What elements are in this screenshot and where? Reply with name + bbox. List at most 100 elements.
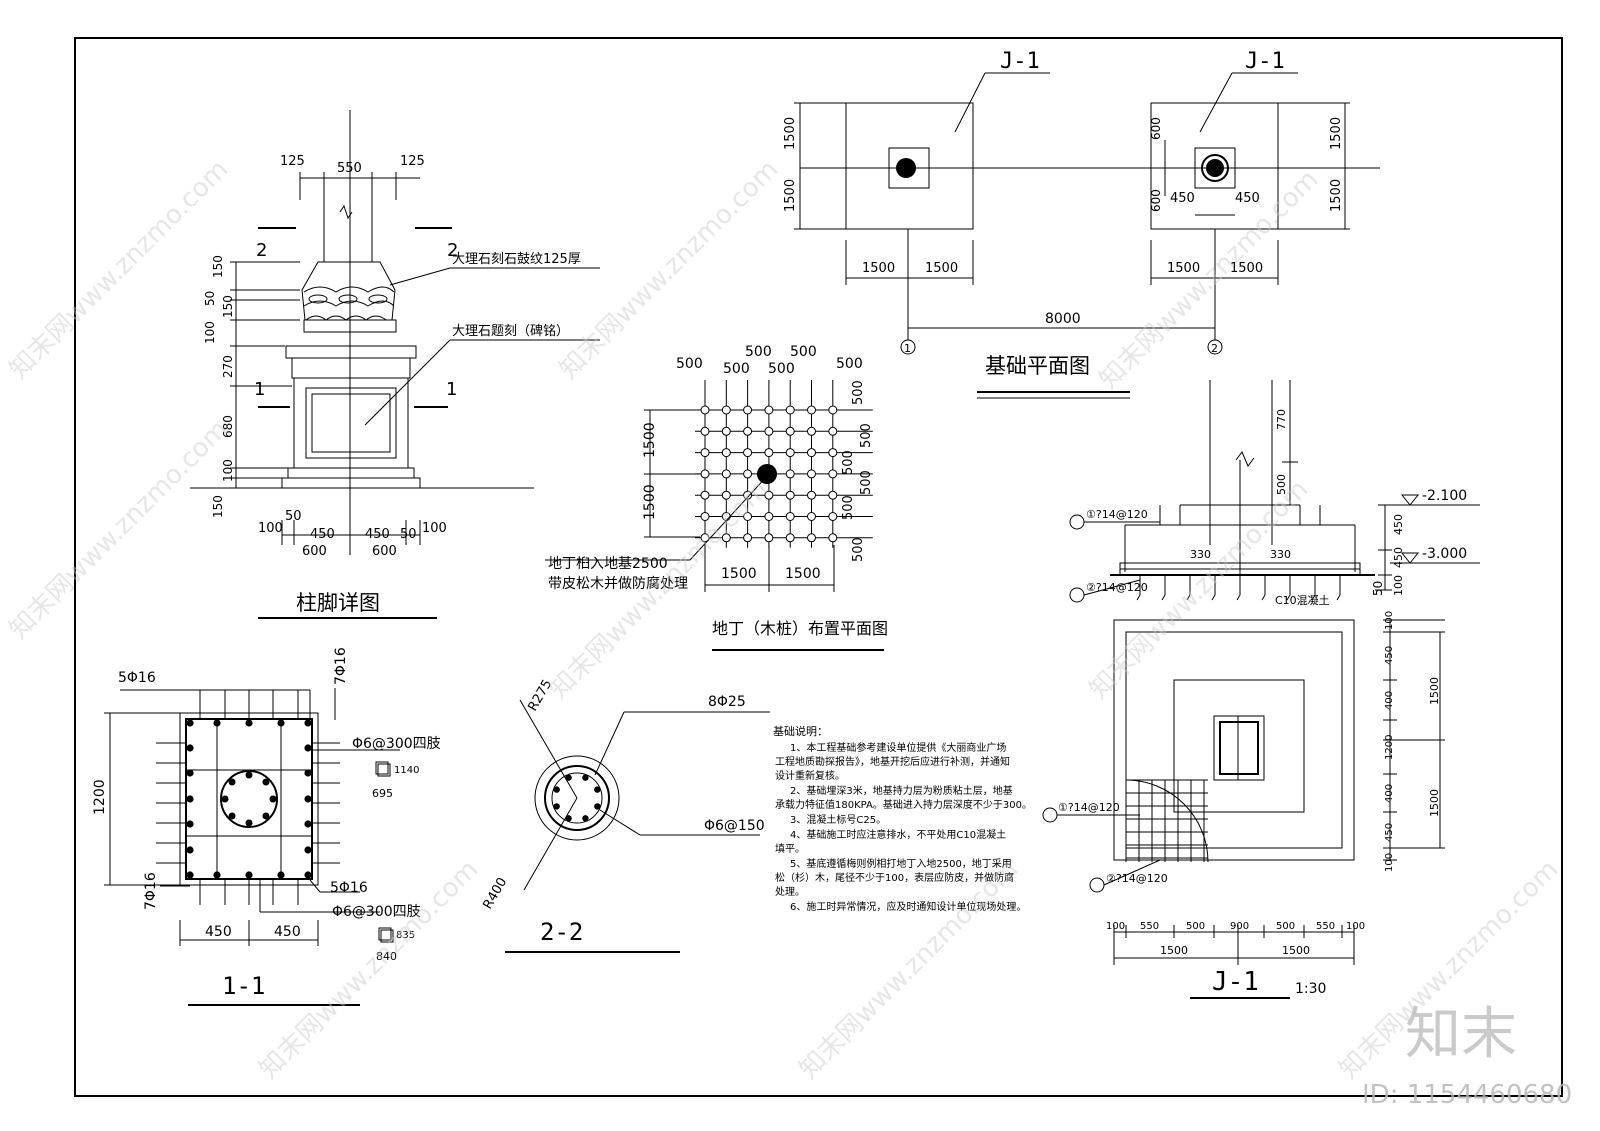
rebar-dot	[277, 871, 285, 879]
cf-bot-dim-a2: 450	[310, 527, 335, 542]
pile-mark	[807, 512, 816, 521]
j1-rebar2: ②?14@120	[1086, 581, 1148, 594]
pile-mark	[807, 533, 816, 543]
rebar-dot	[186, 744, 194, 752]
pile-plan	[695, 380, 873, 548]
fp-axis-1: 1	[904, 342, 911, 355]
fp-left-h1: 1500	[925, 261, 958, 276]
pp-top-r2-2: 500	[768, 361, 795, 377]
j1-rebar-quarter	[1125, 779, 1208, 862]
image-id: ID: 1154460680	[1362, 1080, 1572, 1110]
rebar-dot	[186, 769, 194, 777]
pile-mark	[721, 469, 731, 479]
pile-mark	[807, 469, 816, 479]
pile-mark	[764, 490, 774, 500]
section-1-1	[104, 688, 400, 1006]
pile-mark	[764, 512, 774, 521]
pile-mark	[807, 405, 816, 415]
pp-title: 地丁（木桩）布置平面图	[712, 619, 888, 638]
j1-side-2: 100	[1392, 575, 1405, 596]
s11-bottom-label: 5Φ16	[330, 880, 368, 896]
j1-b-0: 100	[1106, 921, 1125, 932]
rebar-dot	[553, 803, 560, 810]
fp-inner-h0: 450	[1170, 191, 1195, 206]
s11-stirrup-label2: Φ6@300四肢	[332, 904, 421, 920]
column-foot-texts: 125 550 125 2 2 1 1 大理石刻石鼓纹125厚 大理石题刻（碑铭…	[203, 154, 581, 615]
foundation-notes: 基础说明： 1、本工程基础参考建设单位提供《大丽商业广场 工程地质勘探报告》，地…	[773, 724, 1032, 913]
s11-stirrup-dim4: 840	[376, 950, 397, 963]
pp-bot-0: 1500	[721, 566, 757, 582]
j1-section-texts: -2.100 -3.000 ①?14@120 ②?14@120 C10混凝土 7…	[1086, 409, 1467, 607]
j1-side-0: 450	[1392, 514, 1405, 535]
pp-right-2: 500	[841, 450, 856, 475]
pp-right-1: 500	[859, 423, 874, 448]
section-2-2	[505, 699, 770, 953]
pile-mark	[785, 533, 795, 543]
pile-mark	[700, 448, 710, 458]
pile-mark	[764, 405, 774, 415]
s11-stirrup-label: Φ6@300四肢	[352, 736, 441, 752]
pp-right-0: 500	[851, 380, 866, 405]
cf-bot-dim-a5: 100	[422, 521, 447, 536]
fp-inner-v0: 600	[1149, 117, 1163, 140]
s22-stirrup: Φ6@150	[704, 818, 765, 834]
rebar-dot	[277, 719, 285, 727]
j1-title: J-1	[1212, 967, 1259, 997]
j1-plan-texts: ①?14@120 ②?14@120 100 450 400 1200 400 4…	[1058, 611, 1441, 997]
pile-mark	[828, 490, 838, 500]
cf-note-2: 大理石题刻（碑铭）	[452, 323, 569, 339]
fp-left-v0: 1500	[783, 117, 798, 150]
pile-mark	[828, 512, 838, 521]
s22-title: 2-2	[540, 918, 583, 946]
j1-rv-0: 100	[1384, 611, 1395, 630]
rebar-dot	[304, 719, 312, 727]
j1-mid-0: 330	[1190, 548, 1211, 561]
brand-logo: 知末	[1405, 1002, 1517, 1067]
cf-cut-1-right: 1	[446, 379, 457, 400]
j1-side-3: 50	[1371, 581, 1385, 596]
rebar-dot	[304, 769, 312, 777]
j1-section	[1069, 380, 1480, 603]
notes-line-8: 5、基底遵循梅则例相打地丁入地2500，地丁采用	[790, 857, 1012, 870]
pile-mark	[743, 512, 753, 521]
notes-line-9: 松（杉）木，尾径不少于100，表层应防皮，并做防腐	[775, 871, 1014, 884]
notes-line-7: 填平。	[775, 842, 805, 855]
cf-left-dim-5: 680	[221, 415, 235, 438]
rebar-dot	[186, 795, 194, 803]
pp-top-r2-3: 500	[836, 356, 863, 372]
s22-r-outer: R400	[480, 875, 510, 912]
j1-b-6: 100	[1346, 921, 1365, 932]
pile-mark	[785, 426, 795, 436]
s11-right-top-label: 7Φ16	[333, 647, 349, 685]
section-2-2-texts: R275 R400 8Φ25 Φ6@150 2-2	[480, 677, 764, 946]
rebar-dot	[213, 871, 221, 879]
s11-title: 1-1	[222, 972, 265, 1000]
notes-line-1: 工程地质勘探报告》，地基开挖后应进行补测，并通知	[775, 755, 1010, 768]
j1-rv-4: 400	[1384, 784, 1395, 803]
rebar-dot	[594, 786, 601, 793]
notes-line-6: 4、基础施工时应注意排水，不平处用C10混凝土	[790, 828, 1006, 841]
rebar-dot	[245, 719, 253, 727]
s11-stirrup-dim2: 695	[372, 787, 393, 800]
pile-mark	[807, 426, 816, 436]
j1-mid-1: 330	[1270, 548, 1291, 561]
fp-title: 基础平面图	[985, 354, 1090, 378]
pile-mark	[764, 426, 774, 436]
column-center-mark	[757, 464, 777, 484]
rebar-dot	[245, 871, 253, 879]
rebar-dot	[304, 795, 312, 803]
cf-bot-dim-a0: 100	[258, 521, 283, 536]
j1-b-5: 550	[1316, 921, 1335, 932]
j1-top-v0: 770	[1275, 409, 1288, 430]
rebar-dot	[245, 771, 253, 779]
notes-line-5: 3、混凝土标号C25。	[790, 813, 886, 826]
wm-3: 知末网www.znzmo.com	[1094, 164, 1325, 395]
pile-mark	[743, 490, 753, 500]
pile-mark	[743, 533, 753, 543]
pp-right-3: 500	[859, 470, 874, 495]
j1-b-1: 550	[1140, 921, 1159, 932]
fp-tag-left: J-1	[1000, 49, 1040, 74]
notes-heading: 基础说明：	[773, 724, 828, 738]
pile-mark	[807, 448, 816, 458]
j1-b-2: 500	[1186, 921, 1205, 932]
